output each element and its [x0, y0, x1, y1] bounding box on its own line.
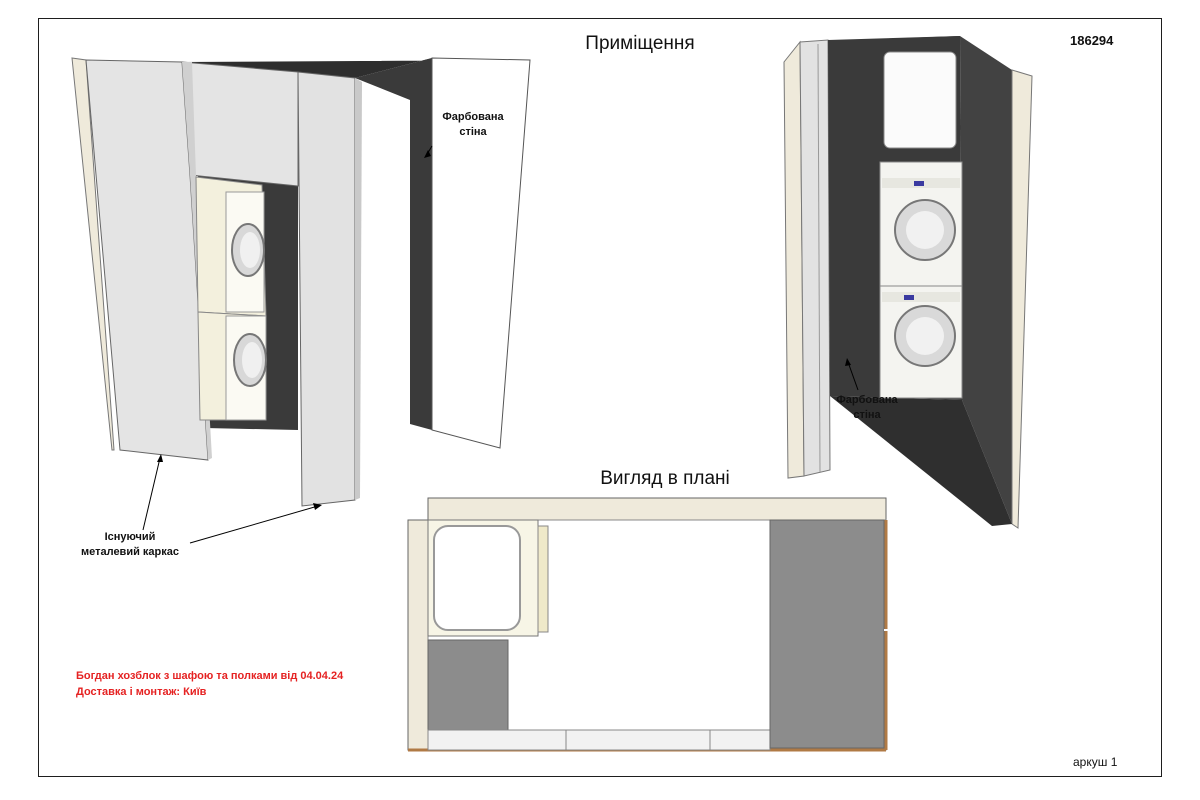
leader-arrowhead-frame-left	[157, 454, 163, 462]
right-view-floor	[830, 396, 1012, 526]
bottom-appliance-display	[904, 295, 914, 300]
leader-arrowhead-frame-right	[313, 503, 322, 510]
dryer-glass	[240, 232, 260, 268]
sheet-number: аркуш 1	[1073, 755, 1118, 769]
right-view-right-wall	[960, 36, 1012, 524]
right-view-left-panel	[799, 39, 831, 477]
drawing-number: 186294	[1070, 33, 1114, 48]
washer-glass	[242, 342, 262, 378]
right-pillar-side	[355, 78, 362, 500]
plan-left-shelf	[427, 639, 509, 731]
plan-washer-door	[537, 525, 549, 633]
leader-wall-right	[847, 361, 859, 391]
right-view-right-edge	[1011, 69, 1033, 529]
order-line-1: Богдан хозблок з шафою та полками від 04…	[76, 670, 344, 682]
leader-arrowhead-wall-left	[424, 150, 431, 158]
annotation-painted-wall-left: Фарбована стіна	[442, 111, 504, 138]
top-appliance-display	[914, 181, 924, 186]
dark-back-wall	[355, 58, 432, 430]
leader-frame-left	[142, 457, 161, 531]
plan-bottom-shelf	[427, 729, 771, 751]
bottom-appliance-panel	[882, 292, 960, 302]
washing-machine-icon	[433, 525, 521, 631]
order-line-2: Доставка і монтаж: Київ	[76, 686, 207, 698]
drawing-frame	[38, 18, 1162, 777]
top-appliance-glass	[906, 211, 944, 249]
order-info: Богдан хозблок з шафою та полками від 04…	[76, 668, 343, 700]
annotation-painted-wall-right: Фарбована стіна	[836, 394, 898, 421]
plan-left-wall	[407, 519, 429, 751]
painted-wall-right-panel	[431, 57, 531, 449]
leader-arrowhead-wall-right	[845, 358, 851, 366]
section-title-room: Приміщення	[585, 33, 695, 54]
annotation-metal-frame: Існуючий металевий каркас	[80, 531, 179, 558]
right-view-left-seam	[817, 43, 821, 473]
plan-top-wall	[427, 497, 887, 521]
left-panel-edge	[71, 57, 115, 451]
stacked-washers-left	[195, 176, 267, 421]
plan-right-cabinet	[769, 519, 885, 749]
upper-cabinet	[883, 51, 957, 149]
bottom-appliance-glass	[906, 317, 944, 355]
section-title-plan: Вигляд в плані	[600, 468, 730, 489]
leader-frame-right	[189, 505, 319, 544]
